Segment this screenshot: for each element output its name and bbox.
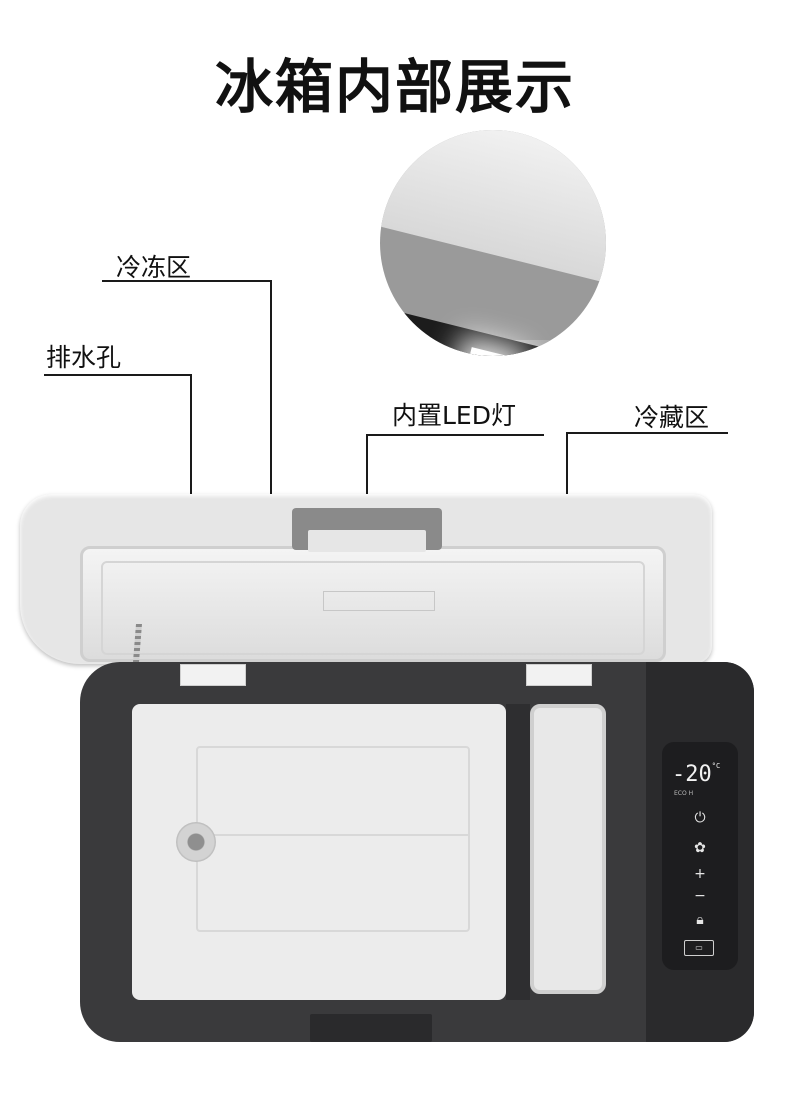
led-closeup-image	[380, 130, 606, 356]
mode-indicators: ECO H	[674, 790, 694, 797]
label-led-light: 内置LED灯	[392, 401, 516, 430]
power-icon[interactable]: ⏻	[694, 810, 706, 826]
lid-handle	[292, 508, 442, 552]
drain-hole-icon	[176, 822, 216, 862]
temperature-readout: -20°C	[672, 762, 721, 787]
fridge-compartment	[530, 704, 606, 994]
label-drain-hole: 排水孔	[46, 343, 122, 372]
callout-line	[44, 374, 192, 376]
plus-icon[interactable]: +	[694, 866, 706, 882]
callout-line	[102, 280, 272, 282]
compartment-divider	[506, 704, 530, 1000]
lid-hinge-left	[180, 664, 246, 686]
callout-line	[566, 432, 728, 434]
fridge-foot	[310, 1014, 432, 1042]
control-display: -20°C ECO H ⏻ ✿ + − 🔒︎ ▭	[662, 742, 738, 970]
callout-line	[366, 434, 544, 436]
page-title: 冰箱内部展示	[214, 53, 575, 121]
lock-icon[interactable]: 🔒︎	[696, 912, 704, 928]
lid-inner-panel	[80, 546, 666, 662]
label-fridge-zone: 冷藏区	[634, 403, 710, 432]
label-freezer-zone: 冷冻区	[116, 253, 192, 282]
gear-icon[interactable]: ✿	[694, 840, 706, 856]
freezer-compartment	[132, 704, 506, 1000]
fridge-body: -20°C ECO H ⏻ ✿ + − 🔒︎ ▭	[80, 662, 754, 1042]
minus-icon[interactable]: −	[694, 888, 706, 904]
lid-hinge-right	[526, 664, 592, 686]
battery-icon[interactable]: ▭	[684, 940, 714, 956]
